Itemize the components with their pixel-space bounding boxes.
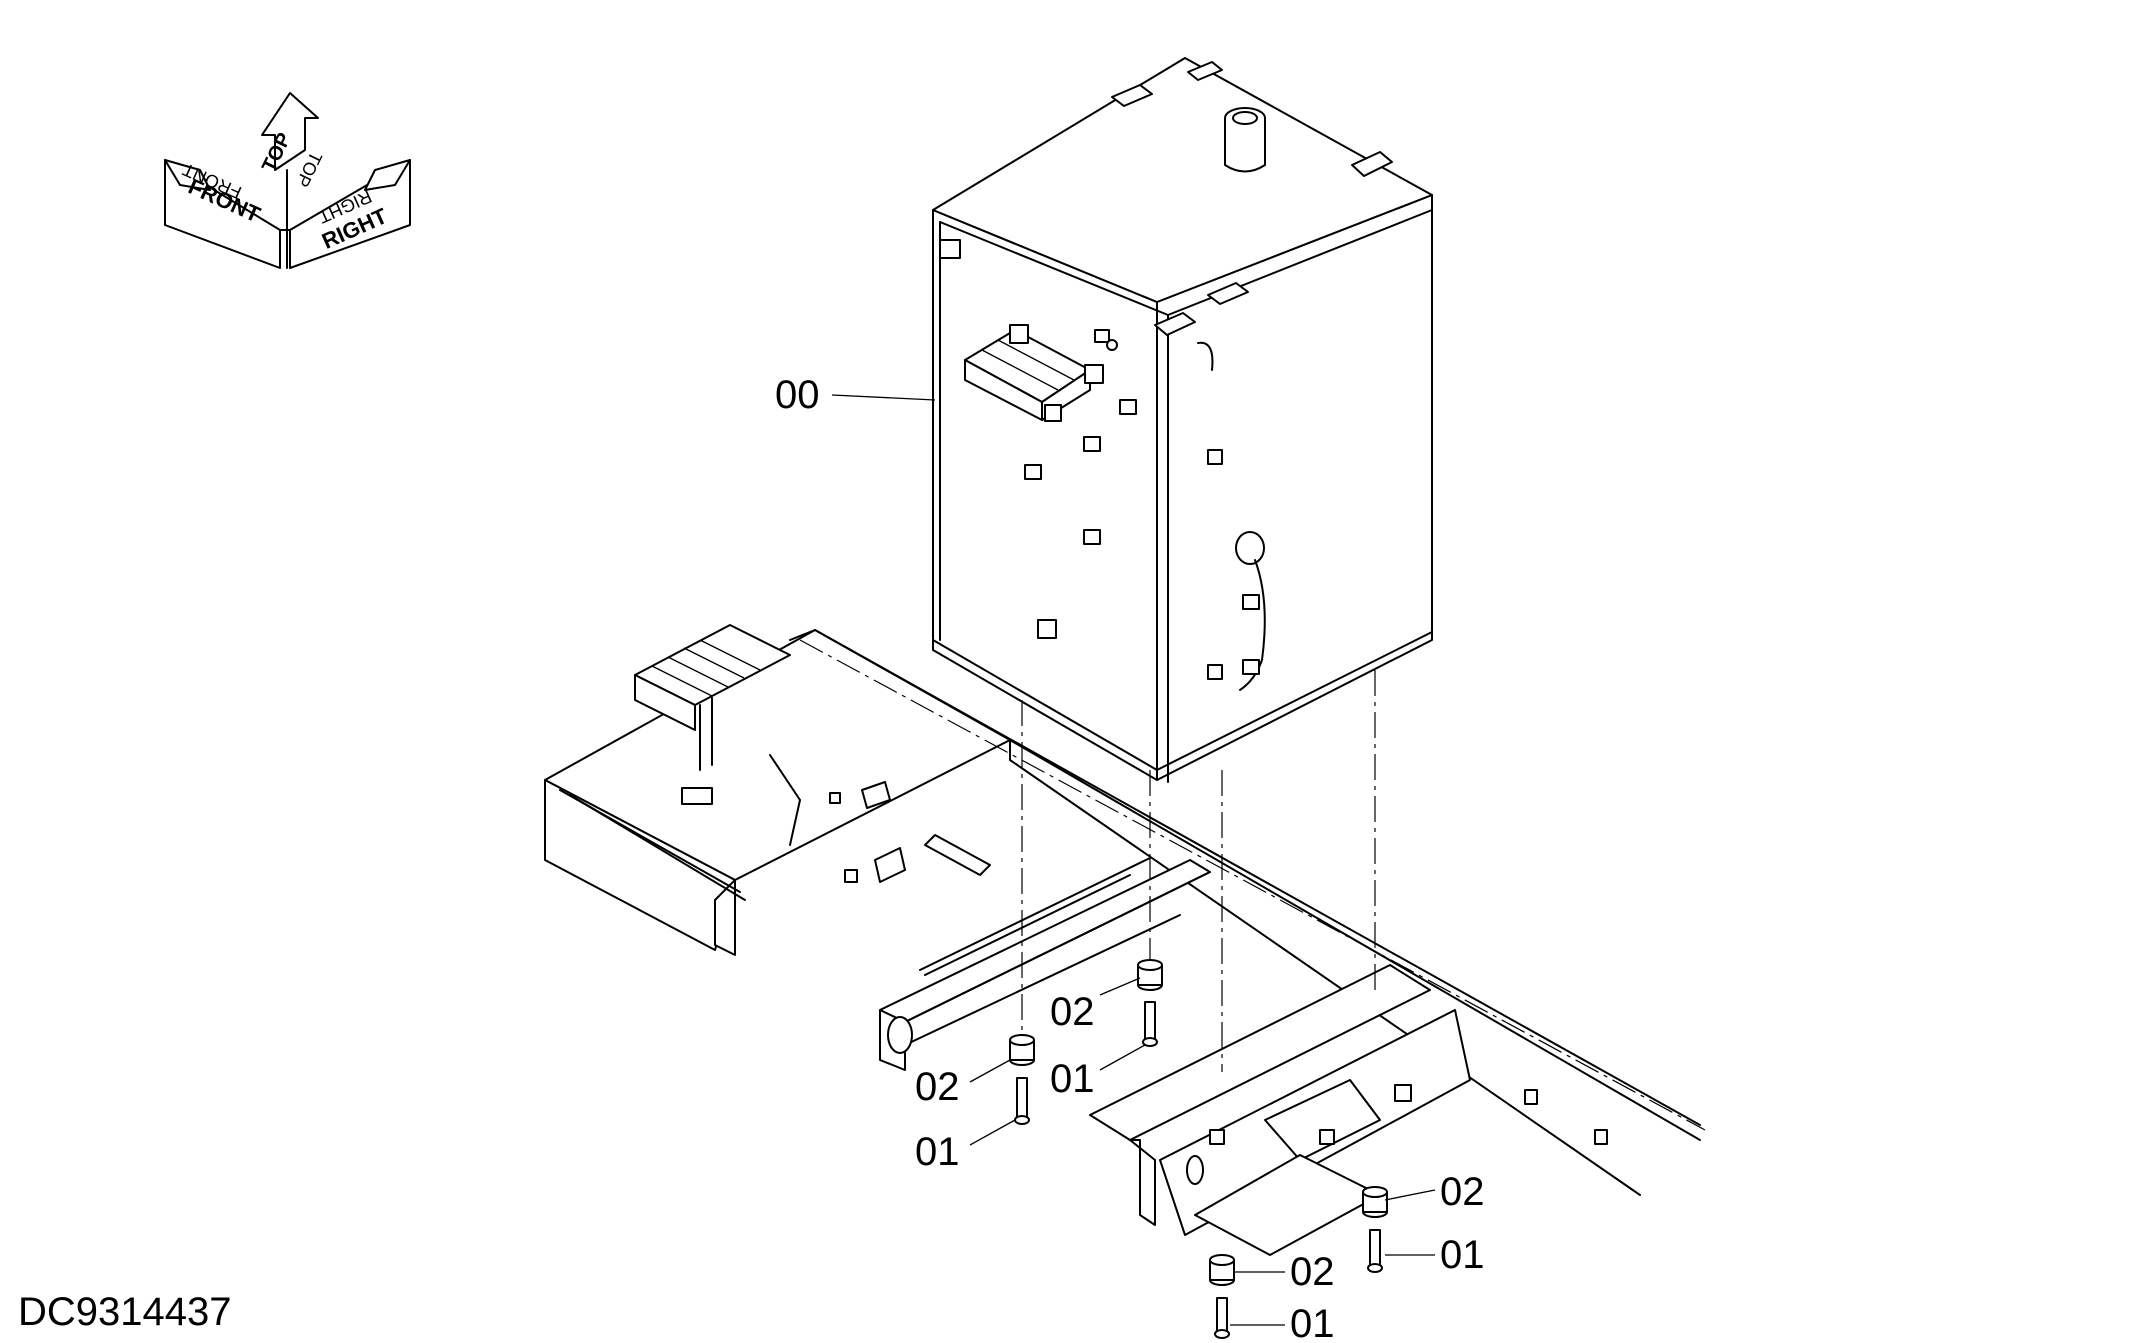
callout-labels: 00 02 01 02 01 02 01 02 01 — [775, 373, 1485, 1343]
mount-right — [1362, 1186, 1388, 1218]
callout-mount-mid: 02 — [1050, 990, 1095, 1034]
bolt-mid — [1142, 1001, 1158, 1047]
drawing-id: DC9314437 — [18, 1290, 232, 1334]
mount-mid — [1137, 959, 1163, 991]
callout-bolt-mid: 01 — [1050, 1057, 1095, 1101]
bolt-right — [1367, 1229, 1383, 1273]
alignment-centerlines — [1021, 670, 1376, 1072]
mounts-and-bolts — [1009, 959, 1388, 1339]
callout-tank: 00 — [775, 373, 820, 417]
leader-lines — [831, 394, 1436, 1326]
top-arrow-icon — [261, 92, 319, 171]
callout-bolt-left: 01 — [915, 1130, 960, 1174]
callout-mount-left: 02 — [915, 1065, 960, 1109]
tank-step — [964, 324, 1110, 422]
callout-mount-bottom: 02 — [1290, 1250, 1335, 1294]
callout-bolt-right: 01 — [1440, 1233, 1485, 1277]
upper-frame — [544, 624, 1706, 1256]
level-gauge-icon — [1235, 531, 1265, 565]
filler-cap-icon — [1224, 118, 1266, 173]
bolt-left — [1014, 1077, 1030, 1125]
mount-left — [1009, 1034, 1035, 1066]
callout-mount-right: 02 — [1440, 1170, 1485, 1214]
fuel-tank — [932, 57, 1433, 783]
mount-bottom — [1209, 1254, 1235, 1286]
side-plug-icon — [939, 239, 961, 259]
callout-bolt-bottom: 01 — [1290, 1302, 1335, 1343]
bolt-bottom — [1214, 1297, 1230, 1339]
orientation-indicator: FRONT FRONT TOP TOP RIGHT RIGHT — [164, 92, 411, 269]
pivot-hole-icon — [887, 1016, 913, 1054]
